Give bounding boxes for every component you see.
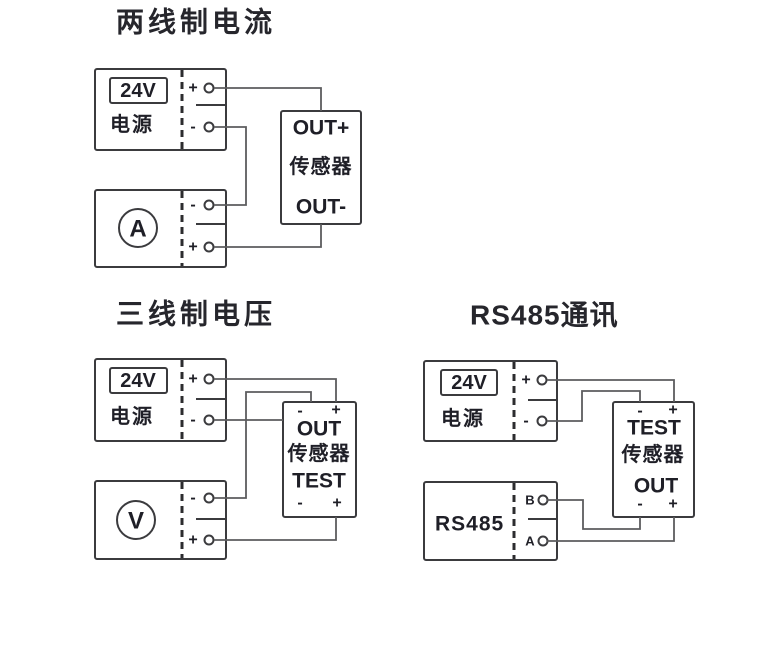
terminal-screw bbox=[203, 373, 215, 385]
terminal-screw bbox=[203, 199, 215, 211]
power-supply-label: 电源 bbox=[110, 113, 154, 136]
plus-mark: + bbox=[188, 532, 197, 549]
wire-voltmeter-plus-to-sensor bbox=[214, 517, 337, 541]
wire-power-plus-to-sensor bbox=[214, 87, 322, 111]
diagram-title: 三线制电压 bbox=[116, 299, 276, 330]
power-supply-label: 电源 bbox=[110, 405, 154, 428]
terminal-screw bbox=[203, 492, 215, 504]
wire-power-minus-to-sensor bbox=[547, 390, 641, 422]
voltage-badge-frame bbox=[109, 77, 168, 104]
power-supply-box bbox=[94, 68, 227, 151]
sensor-line-test: TEST bbox=[627, 417, 681, 440]
diagram-title: 两线制电流 bbox=[116, 7, 276, 38]
minus-mark: - bbox=[190, 197, 195, 214]
minus-mark: - bbox=[523, 413, 528, 430]
terminal-screw bbox=[536, 374, 548, 386]
voltage-badge: 24V bbox=[451, 372, 487, 394]
voltage-badge: 24V bbox=[120, 370, 156, 392]
voltage-badge-frame bbox=[440, 369, 498, 396]
voltage-badge: 24V bbox=[120, 80, 156, 102]
sensor-line-label: 传感器 bbox=[289, 154, 353, 178]
sensor-line-out: OUT bbox=[634, 475, 679, 498]
voltage-badge-frame bbox=[109, 367, 168, 394]
rs485-label: RS485 bbox=[435, 513, 504, 536]
voltmeter-symbol-circle bbox=[116, 500, 156, 540]
sensor-bottom-minus-mark: - bbox=[297, 495, 302, 512]
rs485-box bbox=[423, 481, 558, 561]
sensor-bottom-minus-mark: - bbox=[637, 496, 642, 513]
minus-mark: - bbox=[190, 490, 195, 507]
terminal-screw bbox=[537, 535, 549, 547]
sensor-box bbox=[282, 401, 357, 518]
diagram-two-wire-current: 两线制电流 24V 电源 + - A - + OUT+ 传感器 OUT- bbox=[94, 7, 362, 268]
ammeter-symbol-circle bbox=[118, 208, 158, 248]
sensor-line-out-minus: OUT- bbox=[296, 196, 346, 219]
terminal-a-mark: A bbox=[525, 534, 535, 549]
ammeter-box bbox=[94, 189, 227, 268]
wire-rs485-b-to-sensor bbox=[547, 499, 641, 530]
sensor-top-minus-mark: - bbox=[637, 403, 642, 420]
sensor-line-label: 传感器 bbox=[287, 441, 351, 465]
voltmeter-symbol: V bbox=[128, 508, 144, 535]
sensor-bottom-plus-mark: + bbox=[668, 496, 677, 513]
ammeter-symbol: A bbox=[129, 216, 146, 243]
terminal-screw bbox=[203, 534, 215, 546]
sensor-top-plus-mark: + bbox=[331, 402, 340, 419]
terminal-screw bbox=[203, 82, 215, 94]
sensor-bottom-plus-mark: + bbox=[332, 495, 341, 512]
terminal-screw bbox=[537, 494, 549, 506]
wire-voltmeter-minus-to-sensor bbox=[214, 391, 312, 499]
terminal-b-mark: B bbox=[525, 493, 534, 508]
diagram-three-wire-voltage: 三线制电压 24V 电源 + - V - + - + OUT 传感器 TEST … bbox=[94, 299, 357, 560]
power-supply-label: 电源 bbox=[441, 407, 485, 430]
sensor-line-out-plus: OUT+ bbox=[293, 117, 350, 140]
plus-mark: + bbox=[521, 372, 530, 389]
wire-power-plus-to-sensor bbox=[214, 378, 337, 402]
sensor-line-out: OUT bbox=[297, 418, 342, 441]
minus-mark: - bbox=[190, 119, 195, 136]
wire-power-plus-to-sensor bbox=[547, 379, 675, 402]
sensor-top-plus-mark: + bbox=[668, 402, 677, 419]
wire-ammeter-to-sensor bbox=[214, 224, 322, 248]
sensor-line-label: 传感器 bbox=[621, 442, 685, 466]
plus-mark: + bbox=[188, 239, 197, 256]
wire-power-minus-to-ammeter bbox=[214, 126, 247, 206]
terminal-screw bbox=[203, 241, 215, 253]
sensor-top-minus-mark: - bbox=[297, 403, 302, 420]
diagram-title: RS485通讯 bbox=[470, 300, 619, 331]
terminal-screw bbox=[203, 414, 215, 426]
terminal-screw bbox=[203, 121, 215, 133]
minus-mark: - bbox=[190, 412, 195, 429]
plus-mark: + bbox=[188, 80, 197, 97]
diagram-rs485-comm: RS485通讯 24V 电源 + - RS485 B A - + TEST 传感… bbox=[423, 300, 695, 561]
terminal-screw bbox=[536, 415, 548, 427]
sensor-box bbox=[612, 401, 695, 518]
sensor-line-test: TEST bbox=[292, 470, 346, 493]
plus-mark: + bbox=[188, 371, 197, 388]
wire-rs485-a-to-sensor bbox=[547, 517, 675, 542]
